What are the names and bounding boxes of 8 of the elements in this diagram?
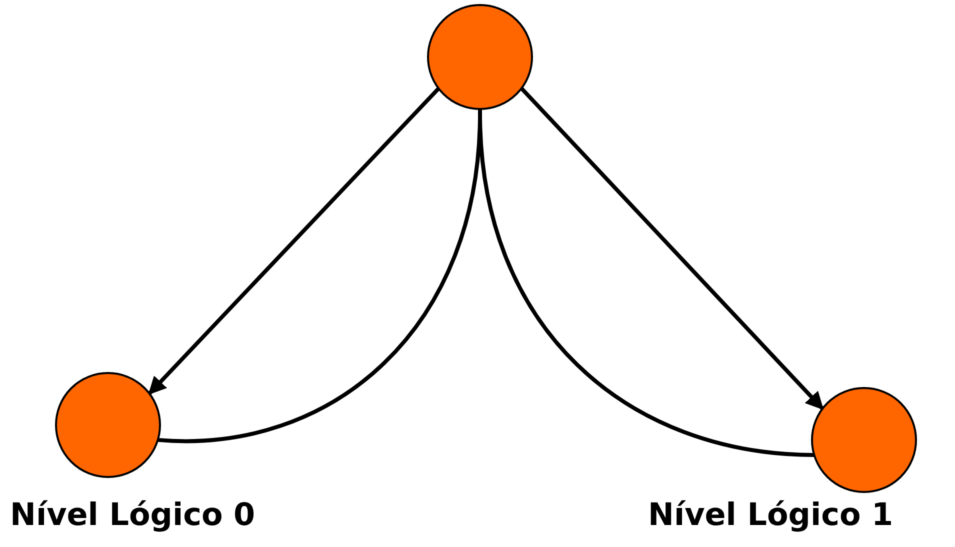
level-label: Nível Lógico 1	[648, 497, 894, 533]
circle-node	[55, 372, 161, 478]
arrow	[148, 87, 440, 395]
level-label: Nível Lógico 0	[10, 497, 256, 533]
circle-node	[811, 387, 917, 493]
circle-node	[427, 4, 533, 110]
curved-line	[478, 108, 814, 457]
arrow	[520, 86, 824, 410]
